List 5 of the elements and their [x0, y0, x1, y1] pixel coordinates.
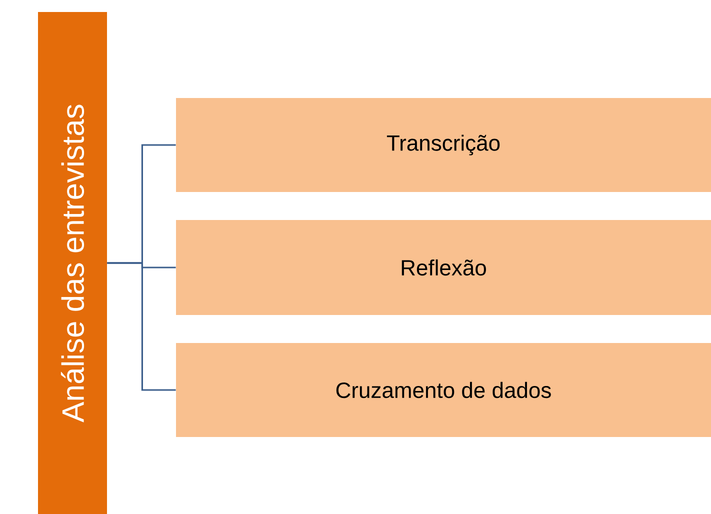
process-box: Transcrição: [176, 98, 711, 192]
title-bar: Análise das entrevistas: [38, 12, 107, 514]
process-box: Reflexão: [176, 220, 711, 315]
process-box: Cruzamento de dados: [176, 343, 711, 437]
connector-line: [107, 262, 176, 391]
